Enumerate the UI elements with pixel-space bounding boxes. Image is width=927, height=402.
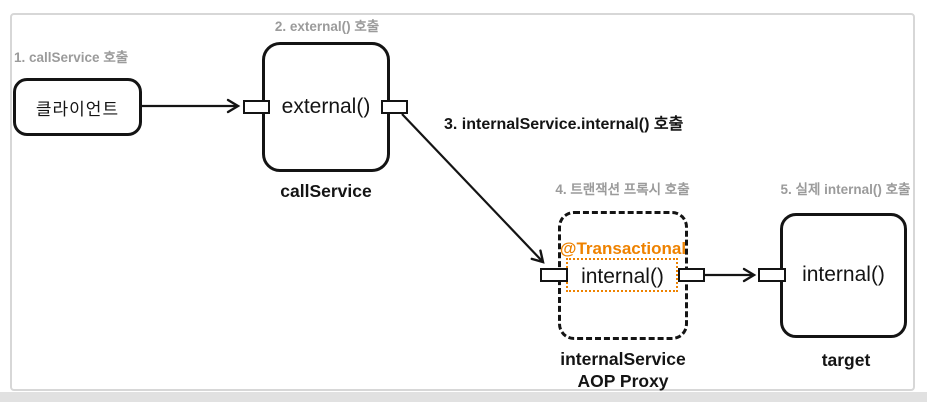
target-node — [780, 213, 907, 338]
step1-label: 1. callService 호출 — [14, 50, 129, 65]
port-callservice-out — [381, 100, 408, 114]
port-proxy-in — [540, 268, 568, 282]
callservice-caption: callService — [280, 181, 372, 201]
port-proxy-out — [678, 268, 705, 282]
port-callservice-in — [243, 100, 270, 114]
step3-label: 3. internalService.internal() 호출 — [444, 116, 684, 133]
client-node: 클라이언트 — [13, 78, 142, 136]
proxy-caption-line2: AOP Proxy — [577, 371, 669, 391]
step2-label: 2. external() 호출 — [274, 19, 380, 34]
diagram-frame — [10, 13, 915, 391]
proxy-method-label: internal() — [581, 265, 664, 288]
bottom-edge-strip — [0, 392, 927, 402]
target-caption: target — [821, 350, 871, 370]
proxy-caption-line1: internalService — [560, 349, 686, 369]
port-target-in — [758, 268, 786, 282]
step5-label: 5. 실제 internal() 호출 — [780, 182, 911, 197]
target-method-label: internal() — [802, 263, 885, 286]
client-label: 클라이언트 — [35, 99, 120, 119]
step4-label: 4. 트랜잭션 프록시 호출 — [555, 182, 690, 197]
callservice-method-label: external() — [281, 95, 371, 118]
transactional-annotation: @Transactional — [559, 239, 687, 258]
callservice-node — [262, 42, 390, 172]
